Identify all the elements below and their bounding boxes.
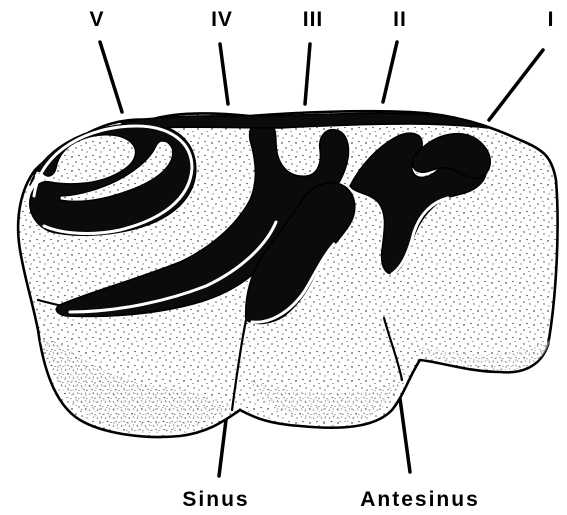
label-iv: IV bbox=[211, 8, 233, 31]
label-iii: III bbox=[303, 8, 324, 31]
leader-i bbox=[489, 50, 543, 120]
leader-ii bbox=[383, 42, 397, 102]
leader-iv bbox=[220, 44, 228, 104]
label-ii: II bbox=[393, 8, 407, 31]
label-antesinus: Antesinus bbox=[360, 488, 480, 511]
leader-iii bbox=[305, 44, 310, 104]
label-v: V bbox=[89, 8, 104, 31]
region-labels: Sinus Antesinus bbox=[182, 488, 479, 511]
leader-v bbox=[100, 42, 122, 112]
label-sinus: Sinus bbox=[182, 488, 249, 511]
roman-labels: V IV III II I bbox=[89, 8, 554, 31]
leader-sinus bbox=[219, 420, 226, 476]
label-i: I bbox=[548, 8, 555, 31]
